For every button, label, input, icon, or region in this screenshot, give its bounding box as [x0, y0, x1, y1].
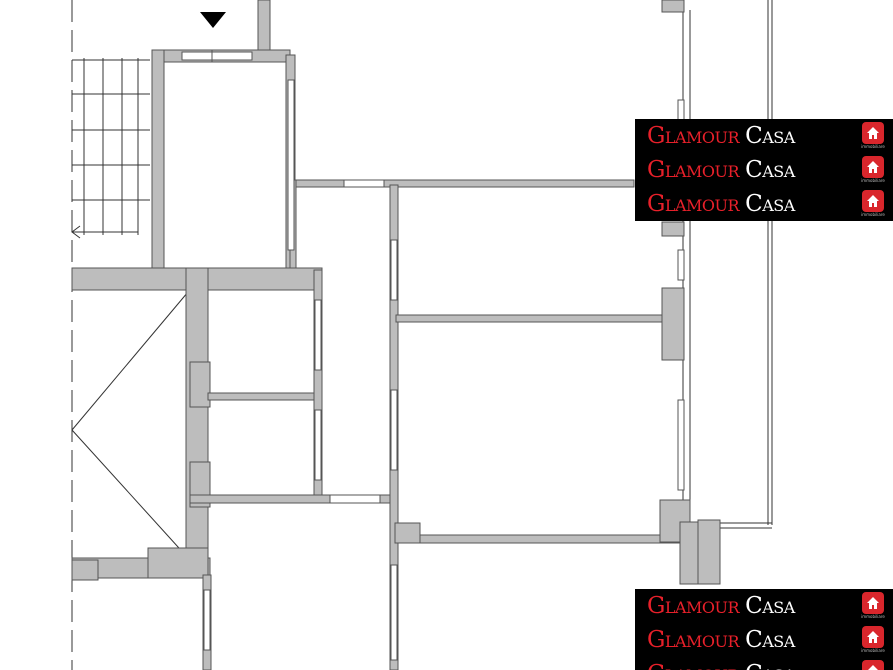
brand-logo: immobiliare [857, 657, 889, 670]
house-icon [868, 665, 878, 670]
brand-part1: Glamour [647, 123, 740, 149]
brand-part1: Glamour [647, 157, 740, 183]
brand-part2: Casa [745, 157, 795, 183]
brand-logo: immobiliare [857, 623, 889, 657]
house-icon [867, 597, 879, 609]
brand-logo: immobiliare [857, 119, 889, 153]
logo-subtext: immobiliare [861, 648, 885, 653]
brand-part2: Casa [745, 123, 795, 149]
house-icon [867, 161, 879, 173]
brand-part1: Glamour [647, 593, 740, 619]
brand-logo: immobiliare [857, 187, 889, 221]
watermark-banner: Glamour Casa immobiliare [635, 657, 893, 670]
logo-subtext: immobiliare [861, 144, 885, 149]
logo-subtext: immobiliare [861, 212, 885, 217]
down-triangle-icon [200, 12, 226, 28]
brand-part2: Casa [745, 661, 795, 670]
brand-logo: immobiliare [857, 153, 889, 187]
logo-subtext: immobiliare [861, 614, 885, 619]
logo-subtext: immobiliare [861, 178, 885, 183]
brand-part1: Glamour [647, 191, 740, 217]
plan-windows [181, 50, 685, 661]
brand-part1: Glamour [647, 661, 740, 670]
brand-part2: Casa [745, 627, 795, 653]
brand-part2: Casa [745, 191, 795, 217]
house-icon [867, 127, 879, 139]
brand-logo: immobiliare [857, 589, 889, 623]
house-icon [867, 631, 879, 643]
house-icon [867, 195, 879, 207]
brand-part2: Casa [745, 593, 795, 619]
brand-part1: Glamour [647, 627, 740, 653]
